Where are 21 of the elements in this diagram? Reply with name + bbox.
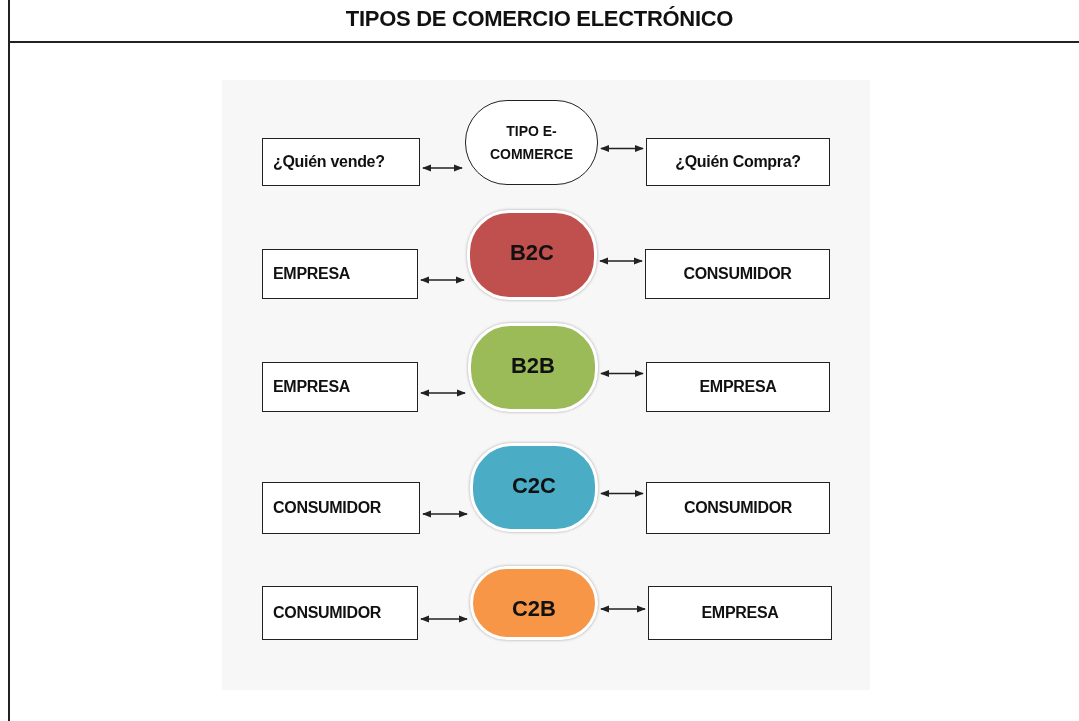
double-arrow: [600, 369, 644, 378]
party-box: EMPRESA: [646, 362, 830, 412]
double-arrow: [600, 489, 644, 498]
party-box: ¿Quién vende?: [262, 138, 420, 186]
double-arrow: [600, 144, 644, 153]
party-box: CONSUMIDOR: [262, 482, 420, 534]
double-arrow: [599, 257, 643, 265]
party-box: ¿Quién Compra?: [646, 138, 830, 186]
party-box: CONSUMIDOR: [262, 586, 418, 640]
party-box: EMPRESA: [262, 362, 418, 412]
title: TIPOS DE COMERCIO ELECTRÓNICO: [345, 6, 734, 31]
party-box: EMPRESA: [648, 586, 832, 640]
party-box: CONSUMIDOR: [645, 249, 830, 299]
double-arrow: [422, 164, 463, 172]
double-arrow: [422, 510, 468, 518]
party-box: CONSUMIDOR: [646, 482, 830, 534]
party-box: EMPRESA: [262, 249, 418, 299]
double-arrow: [420, 615, 468, 623]
double-arrow: [420, 389, 466, 397]
double-arrow: [420, 276, 465, 284]
double-arrow: [600, 605, 646, 613]
